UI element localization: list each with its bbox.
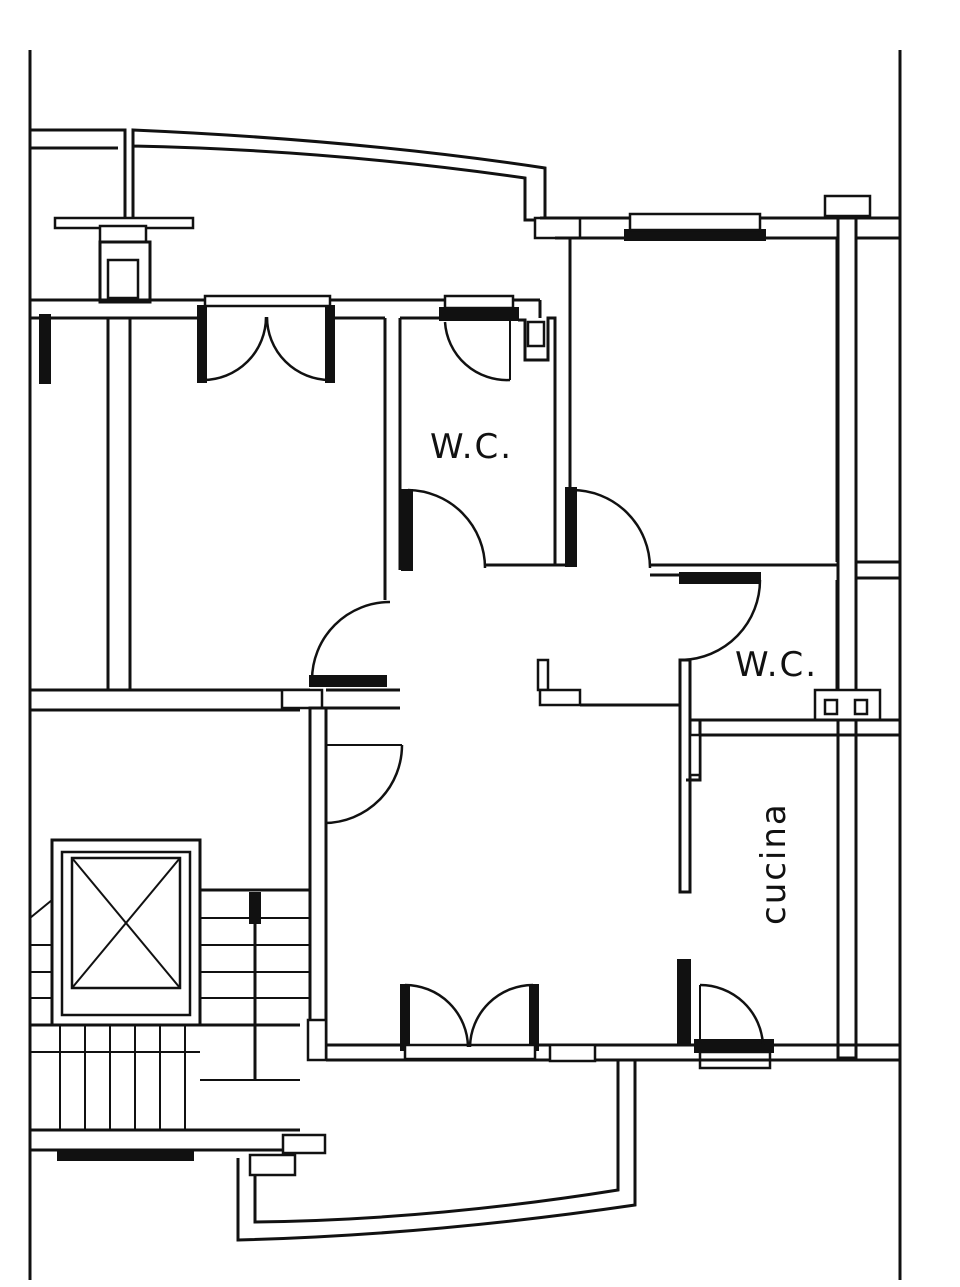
label-wc-right: W.C. (735, 645, 818, 685)
upper-right-walls (533, 194, 900, 1060)
right-wc (568, 238, 900, 737)
label-wc-upper: W.C. (430, 427, 513, 467)
property-boundary (28, 50, 902, 1280)
left-rooms (30, 294, 387, 712)
doors (202, 316, 765, 1048)
upper-wc (398, 294, 565, 570)
label-kitchen: cucina (754, 802, 794, 925)
lower-balcony (236, 1060, 637, 1242)
corridor-walls (280, 658, 702, 1062)
kitchen (677, 959, 774, 1070)
upper-balcony (30, 128, 547, 320)
stairwell (29, 838, 327, 1161)
entry-wall (326, 984, 900, 1063)
